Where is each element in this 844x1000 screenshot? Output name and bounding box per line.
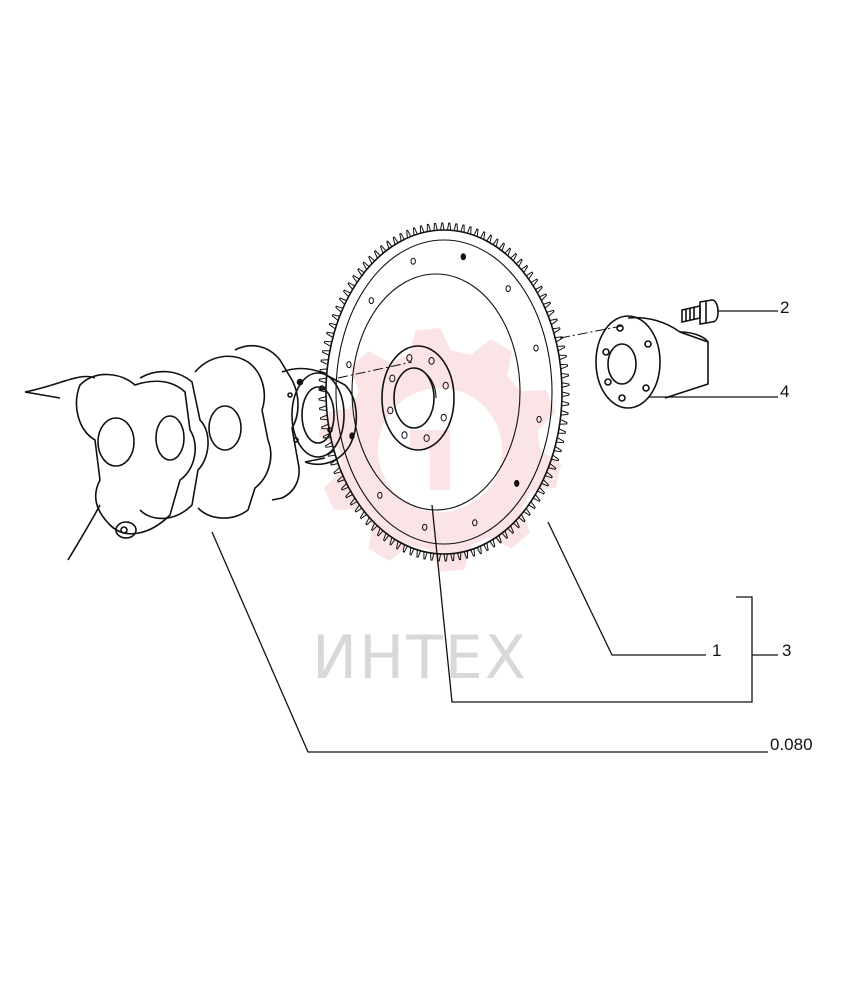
watermark-logo	[318, 328, 562, 572]
flange-bushing	[595, 315, 709, 409]
flywheel-bolt-holes	[346, 253, 542, 531]
callout-4: 4	[780, 382, 789, 401]
flywheel	[318, 222, 570, 562]
bolt	[681, 299, 719, 325]
watermark-text: ИНТЕХ	[312, 623, 528, 693]
ring-gear-teeth	[318, 222, 570, 562]
watermark-gear-icon	[318, 328, 562, 572]
callout-1: 1	[712, 641, 721, 660]
alignment-axis	[337, 325, 623, 379]
hub-bolt-holes	[387, 354, 449, 443]
callout-assembly: 0.080	[770, 735, 813, 754]
callout-2: 2	[780, 298, 789, 317]
crankshaft	[24, 344, 358, 561]
callout-3: 3	[782, 641, 791, 660]
leader-lines	[211, 310, 778, 753]
